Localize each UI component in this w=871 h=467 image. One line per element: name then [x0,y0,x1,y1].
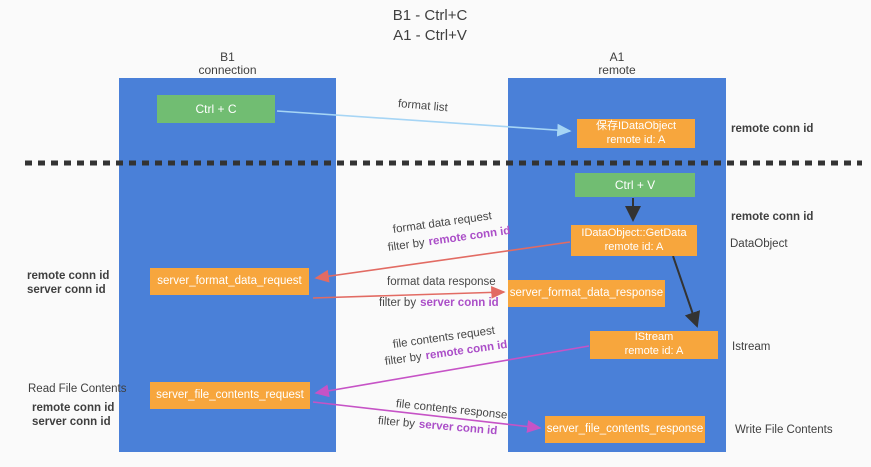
filter-by-text: filter by [379,297,417,309]
node-format-request-label: server_format_data_request [157,275,302,288]
node-ctrl-c-label: Ctrl + C [195,101,237,116]
server-conn-id-text: server conn id [418,418,498,438]
label-server-conn-id-left-2: server conn id [32,416,111,428]
column-a1-role: remote [598,63,636,77]
node-istream: IStream remote id: A [590,331,718,359]
node-getdata-line1: IDataObject::GetData [581,226,687,239]
label-istream: Istream [732,341,771,353]
title-line-2: A1 - Ctrl+V [393,27,467,44]
node-file-response: server_file_contents_response [545,416,705,443]
label-remote-conn-id-left-2: remote conn id [32,402,115,414]
node-istream-line1: IStream [634,331,674,344]
column-b1-role: connection [198,63,257,77]
server-conn-id-text: server conn id [420,297,499,309]
label-remote-conn-id-left-1: remote conn id [27,270,110,282]
label-format-list: format list [397,98,449,115]
node-getdata-line2: remote id: A [604,240,664,253]
diagram-title: B1 - Ctrl+C A1 - Ctrl+V [300,6,560,46]
label-server-conn-id-left-1: server conn id [27,284,106,296]
filter-by-text: filter by [384,350,423,368]
title-line-1: B1 - Ctrl+C [392,7,468,24]
label-write-file-contents: Write File Contents [735,424,833,436]
label-format-data-response: format data response [387,276,496,288]
node-save-dataobject-line2: remote id: A [606,133,666,146]
node-file-response-label: server_file_contents_response [546,423,704,436]
column-a1-name: A1 [609,50,625,64]
node-format-response-label: server_format_data_response [509,287,664,300]
node-getdata: IDataObject::GetData remote id: A [571,225,697,256]
filter-by-text: filter by [387,236,426,254]
node-file-request: server_file_contents_request [150,382,310,409]
label-dataobject: DataObject [730,238,788,250]
node-ctrl-c: Ctrl + C [157,95,275,123]
label-read-file-contents: Read File Contents [28,383,127,395]
node-istream-line2: remote id: A [624,345,684,357]
node-file-request-label: server_file_contents_request [156,389,304,402]
label-remote-conn-id-right-2: remote conn id [731,211,814,223]
column-header-a1: A1 remote [508,51,726,77]
column-header-b1: B1 connection [119,51,336,77]
node-ctrl-v-label: Ctrl + V [614,177,656,192]
node-format-response: server_format_data_response [508,280,665,307]
node-save-dataobject-line1: 保存IDataObject [595,119,677,132]
node-ctrl-v: Ctrl + V [575,173,695,197]
column-b1-name: B1 [220,50,235,64]
label-remote-conn-id-right-1: remote conn id [731,123,814,135]
node-format-request: server_format_data_request [150,268,309,295]
node-save-dataobject: 保存IDataObject remote id: A [577,119,695,148]
filter-by-text: filter by [377,415,416,431]
